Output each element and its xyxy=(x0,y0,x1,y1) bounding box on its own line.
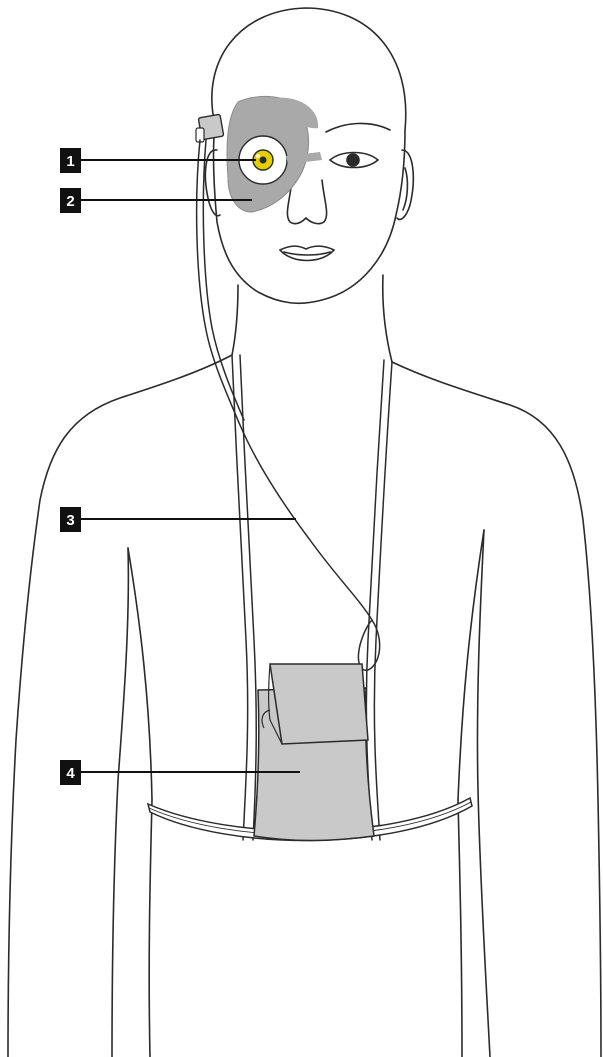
temple-transmitter xyxy=(196,114,224,142)
strap-left-outer xyxy=(232,355,248,840)
right-eye-iris xyxy=(347,154,359,166)
callout-3-number: 3 xyxy=(66,512,74,529)
callout-1-badge: 1 xyxy=(60,148,81,173)
right-eyebrow xyxy=(326,123,390,132)
eye-implant xyxy=(227,96,322,212)
pouch-flap xyxy=(270,664,368,744)
torso-right-lower xyxy=(458,800,462,1057)
left-torso-side xyxy=(128,548,152,800)
callout-3: 3 xyxy=(60,507,296,532)
right-torso-side xyxy=(458,530,484,800)
torso-left-lower xyxy=(149,800,152,1057)
callout-4-number: 4 xyxy=(66,765,75,782)
lens-highlight xyxy=(256,154,260,158)
strap-left-inner xyxy=(240,355,256,840)
lip-line xyxy=(284,252,330,255)
right-shoulder xyxy=(392,362,601,1057)
callout-1-number: 1 xyxy=(66,153,74,170)
right-arm-inner xyxy=(477,530,490,1057)
left-arm-inner xyxy=(112,548,128,1057)
left-shoulder xyxy=(8,355,232,1057)
upper-lip xyxy=(280,246,334,250)
strap-right-outer xyxy=(374,362,392,840)
cable-upper xyxy=(197,140,372,620)
belt-pouch xyxy=(254,664,374,841)
neck-right xyxy=(383,275,392,362)
callout-2-number: 2 xyxy=(66,193,74,210)
right-ear xyxy=(397,150,413,219)
callout-2: 2 xyxy=(60,188,252,213)
callout-3-badge: 3 xyxy=(60,507,81,532)
right-ear-inner xyxy=(403,168,407,210)
lens-pupil xyxy=(260,157,267,164)
callout-2-badge: 2 xyxy=(60,188,81,213)
neck-left xyxy=(232,285,238,355)
callout-4-badge: 4 xyxy=(60,760,81,785)
